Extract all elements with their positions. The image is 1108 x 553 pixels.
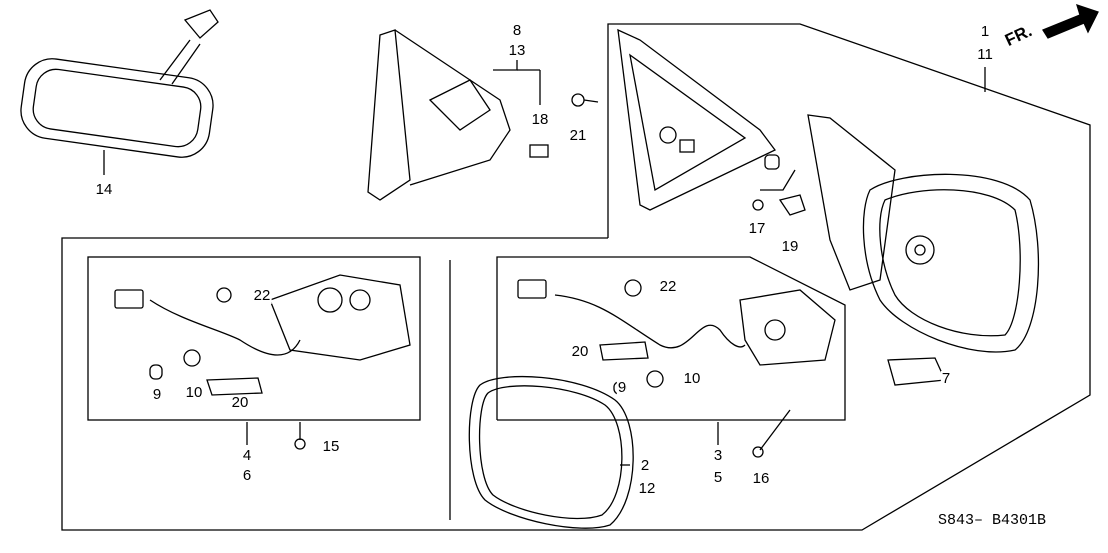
callout-7: 7: [940, 370, 952, 387]
callout-20-right: 20: [570, 343, 590, 360]
corner-garnish-outer: [617, 28, 806, 216]
leader-lines: [246, 67, 986, 466]
callout-2: 2: [639, 457, 651, 474]
corner-garnish-inner: [367, 29, 599, 201]
callout-16: 16: [751, 470, 771, 487]
callout-15: 15: [321, 438, 341, 455]
callout-13: 13: [507, 42, 527, 59]
right-actuator: [517, 279, 836, 458]
callout-8: 8: [511, 22, 523, 39]
callout-3: 3: [712, 447, 724, 464]
group-boundaries: [61, 23, 1091, 531]
callout-14: 14: [94, 181, 114, 198]
callout-9-right: 9: [616, 379, 628, 396]
callout-5: 5: [712, 469, 724, 486]
callout-18: 18: [530, 111, 550, 128]
callout-6: 6: [241, 467, 253, 484]
callout-10-left: 10: [184, 384, 204, 401]
callout-22-left: 22: [252, 287, 272, 304]
callout-10-right: 10: [682, 370, 702, 387]
callout-21: 21: [568, 127, 588, 144]
callout-22-right: 22: [658, 278, 678, 295]
door-mirror-housing: [807, 114, 1040, 386]
callout-17: 17: [747, 220, 767, 237]
rearview-mirror: [20, 9, 219, 175]
callout-1: 1: [979, 23, 991, 40]
front-arrow-icon: [1042, 3, 1099, 39]
callout-11: 11: [976, 46, 994, 63]
callout-19: 19: [780, 238, 800, 255]
diagram-code: S843– B4301B: [938, 512, 1047, 529]
callout-12: 12: [637, 480, 657, 497]
callout-9-left: 9: [151, 386, 163, 403]
callout-4: 4: [241, 447, 253, 464]
left-actuator: [114, 274, 411, 450]
mirror-glass: [468, 375, 634, 529]
callout-20-left: 20: [230, 394, 250, 411]
